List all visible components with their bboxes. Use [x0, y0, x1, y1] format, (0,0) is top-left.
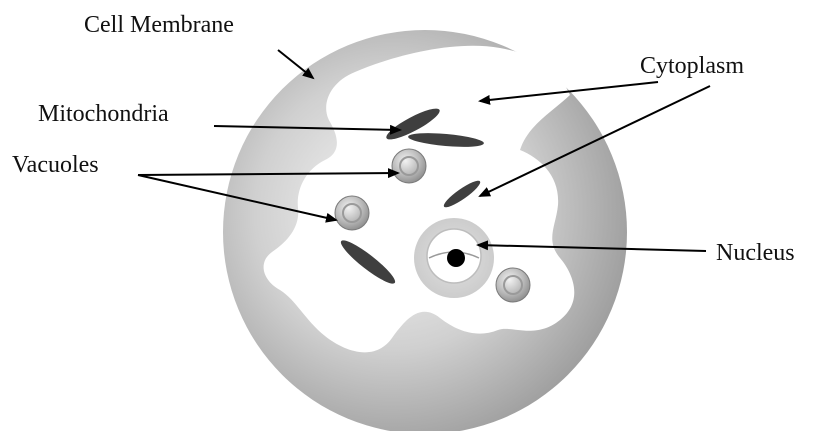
nucleolus	[447, 249, 465, 267]
vacuoles-arrow-1	[137, 168, 400, 179]
nucleus	[414, 218, 494, 298]
label-vacuoles: Vacuoles	[12, 152, 99, 178]
label-cell-membrane: Cell Membrane	[84, 12, 234, 38]
cytoplasm	[263, 45, 575, 353]
mitochondria-arrow	[213, 124, 402, 135]
mitochondrion	[340, 240, 396, 284]
nucleus-arrow	[476, 240, 707, 252]
cytoplasm-arrow-2	[478, 85, 711, 197]
vacuole	[334, 195, 370, 231]
vacuole	[495, 267, 531, 303]
label-mitochondria: Mitochondria	[38, 101, 169, 127]
cytoplasm-arrow-1	[478, 81, 659, 105]
mitochondrion	[443, 180, 481, 208]
vacuole	[391, 148, 427, 184]
label-nucleus: Nucleus	[716, 240, 795, 266]
vacuoles-arrow-2	[137, 174, 338, 223]
mitochondrion	[408, 133, 484, 147]
cell-membrane-arrow	[277, 49, 315, 80]
label-cytoplasm: Cytoplasm	[640, 53, 744, 79]
